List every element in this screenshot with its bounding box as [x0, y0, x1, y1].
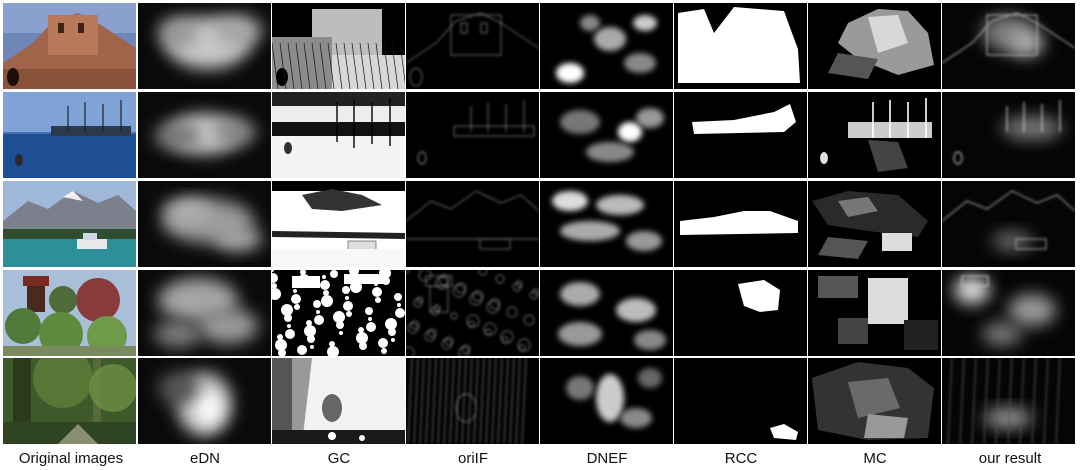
thumb-harbor-heron-dnef [540, 92, 673, 178]
thumb-harbor-heron-orilf [406, 92, 539, 178]
thumb-pagoda-garden-mc [808, 270, 941, 356]
column-labels: Original images eDN GC oriIF DNEF RCC MC… [0, 448, 1080, 470]
thumb-forest-edn [138, 358, 271, 444]
label-rcc: RCC [724, 450, 758, 467]
thumb-pagoda-garden-edn [138, 270, 271, 356]
thumb-mountain-lake-boat-orilf [406, 181, 539, 267]
thumb-harbor-heron-mc [808, 92, 941, 178]
thumb-mountain-lake-boat-mc [808, 181, 941, 267]
label-edn: eDN [189, 450, 220, 467]
thumb-pagoda-garden-ours [942, 270, 1075, 356]
thumb-forest-mc [808, 358, 941, 444]
thumb-mountain-lake-boat-ours [942, 181, 1075, 267]
thumb-forest-rcc [674, 358, 807, 444]
label-original-images: Original images [18, 450, 124, 467]
thumb-castle-mc [808, 3, 941, 89]
label-orilf: oriIF [458, 450, 488, 467]
thumb-pagoda-garden-orilf [406, 270, 539, 356]
thumb-harbor-heron-gc [272, 92, 405, 178]
thumb-mountain-lake-boat-gc [272, 181, 405, 267]
thumb-castle-orig [3, 3, 136, 89]
saliency-comparison-grid [3, 3, 1075, 444]
thumb-forest-dnef [540, 358, 673, 444]
label-gc: GC [327, 450, 351, 467]
thumb-castle-orilf [406, 3, 539, 89]
thumb-harbor-heron-rcc [674, 92, 807, 178]
thumb-mountain-lake-boat-orig [3, 181, 136, 267]
thumb-forest-ours [942, 358, 1075, 444]
thumb-pagoda-garden-dnef [540, 270, 673, 356]
label-our-result: our result [978, 450, 1042, 467]
thumb-harbor-heron-orig [3, 92, 136, 178]
thumb-mountain-lake-boat-rcc [674, 181, 807, 267]
thumb-mountain-lake-boat-dnef [540, 181, 673, 267]
thumb-castle-ours [942, 3, 1075, 89]
thumb-pagoda-garden-gc [272, 270, 405, 356]
thumb-forest-orig [3, 358, 136, 444]
thumb-castle-gc [272, 3, 405, 89]
label-dnef: DNEF [586, 450, 628, 467]
thumb-mountain-lake-boat-edn [138, 181, 271, 267]
thumb-castle-dnef [540, 3, 673, 89]
thumb-harbor-heron-ours [942, 92, 1075, 178]
label-mc: MC [863, 450, 887, 467]
thumb-pagoda-garden-orig [3, 270, 136, 356]
thumb-forest-gc [272, 358, 405, 444]
thumb-harbor-heron-edn [138, 92, 271, 178]
thumb-forest-orilf [406, 358, 539, 444]
thumb-pagoda-garden-rcc [674, 270, 807, 356]
thumb-castle-rcc [674, 3, 807, 89]
thumb-castle-edn [138, 3, 271, 89]
